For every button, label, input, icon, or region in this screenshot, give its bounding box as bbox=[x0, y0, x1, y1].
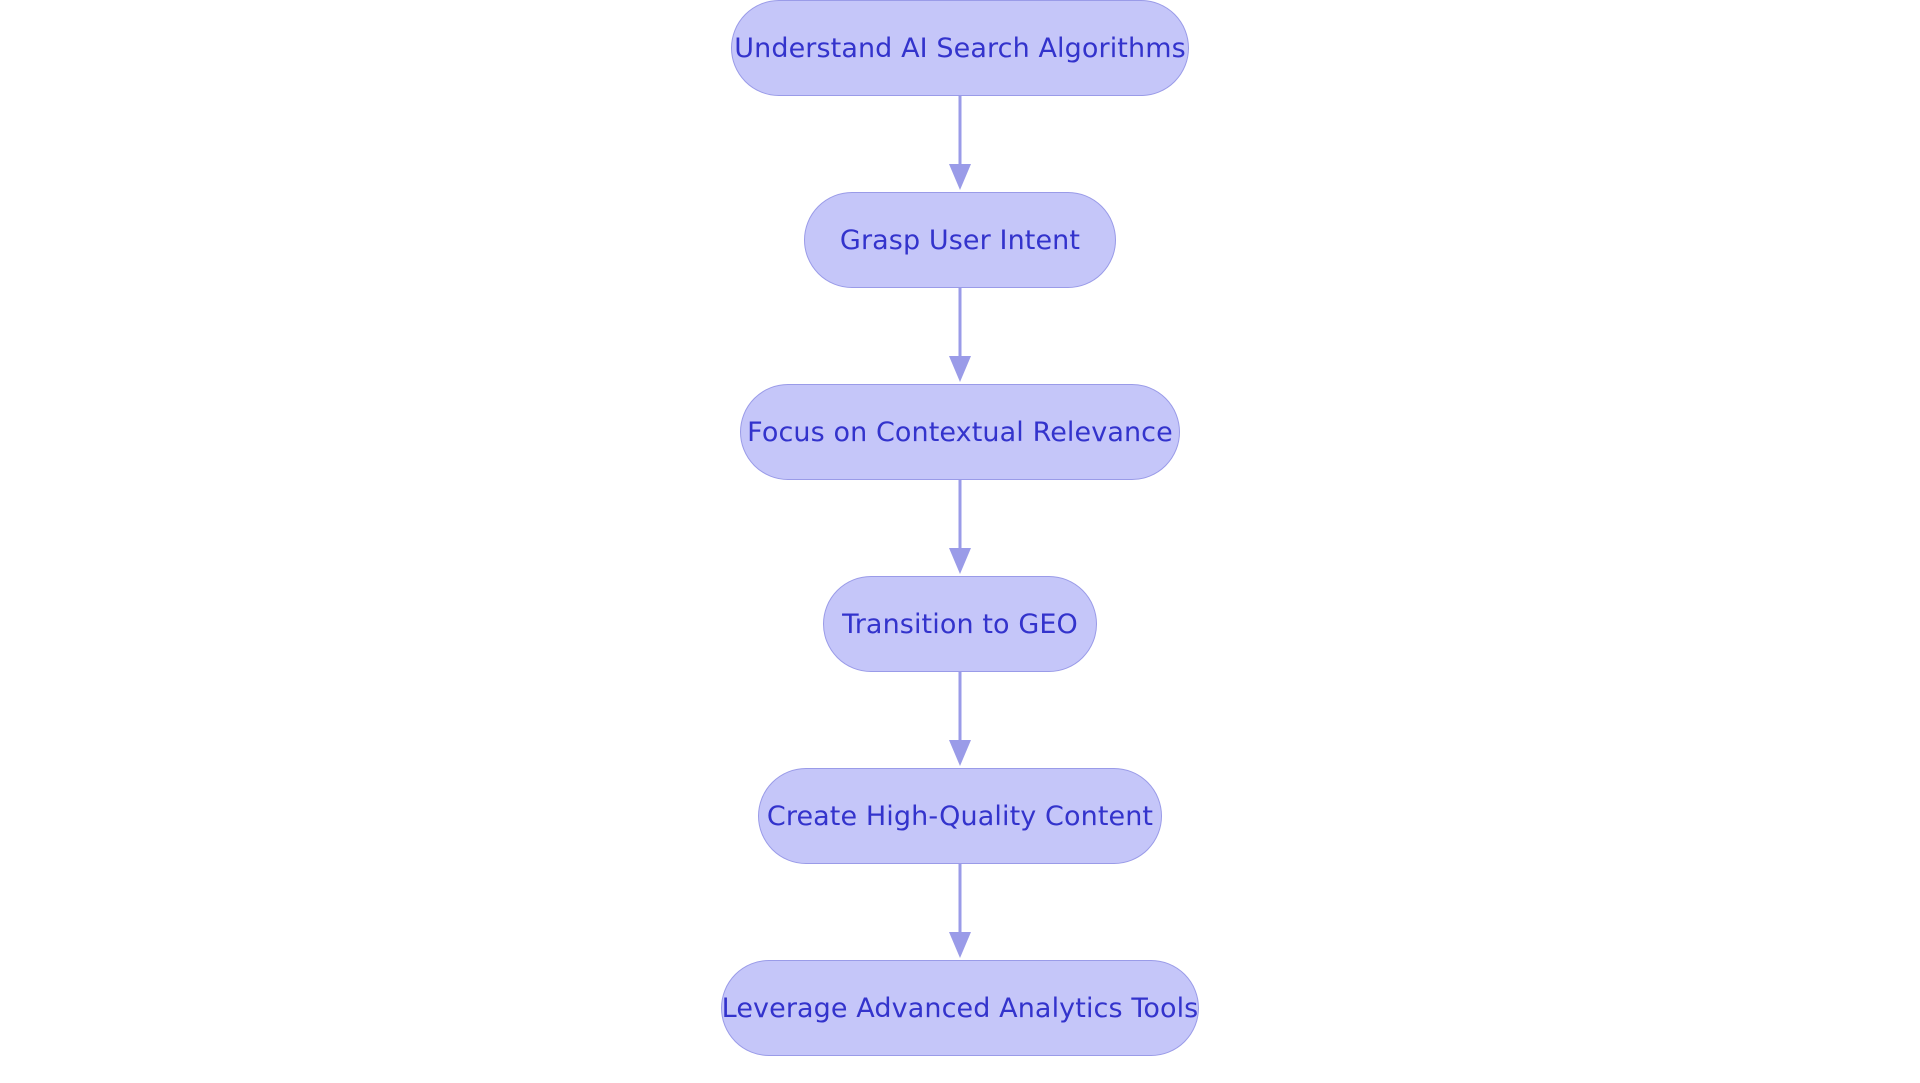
flow-node-understand-ai-search-algorithms[interactable]: Understand AI Search Algorithms bbox=[731, 0, 1189, 96]
flow-node-create-high-quality-content[interactable]: Create High-Quality Content bbox=[758, 768, 1162, 864]
flow-node-label: Grasp User Intent bbox=[839, 224, 1081, 256]
flow-node-grasp-user-intent[interactable]: Grasp User Intent bbox=[804, 192, 1116, 288]
flow-node-label: Leverage Advanced Analytics Tools bbox=[721, 992, 1199, 1024]
flow-node-label: Transition to GEO bbox=[842, 608, 1078, 640]
flow-node-label: Focus on Contextual Relevance bbox=[747, 416, 1173, 448]
flow-node-label: Understand AI Search Algorithms bbox=[734, 32, 1186, 64]
flow-edge-n1-to-n2 bbox=[940, 96, 980, 192]
flow-edge-n5-to-n6 bbox=[940, 864, 980, 960]
flow-node-label: Create High-Quality Content bbox=[766, 800, 1154, 832]
flow-edge-n2-to-n3 bbox=[940, 288, 980, 384]
flow-edge-n3-to-n4 bbox=[940, 480, 980, 576]
flow-edge-n4-to-n5 bbox=[940, 672, 980, 768]
flow-node-focus-on-contextual-relevance[interactable]: Focus on Contextual Relevance bbox=[740, 384, 1180, 480]
flow-node-leverage-advanced-analytics-tools[interactable]: Leverage Advanced Analytics Tools bbox=[721, 960, 1199, 1056]
flow-node-transition-to-geo[interactable]: Transition to GEO bbox=[823, 576, 1097, 672]
